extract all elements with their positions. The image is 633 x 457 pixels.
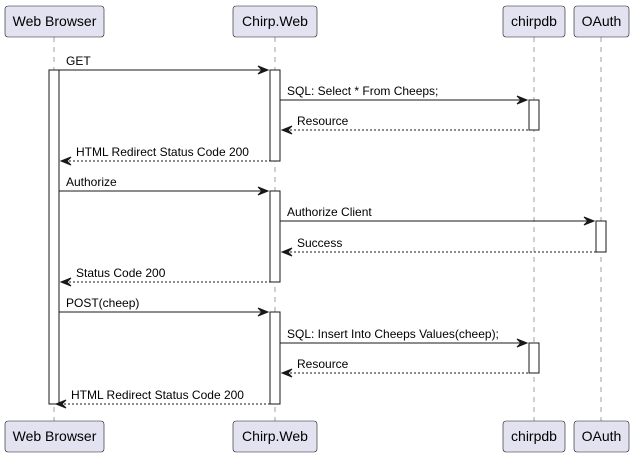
activation-chirpdb-select <box>528 99 540 131</box>
participant-oauth-bottom: OAuth <box>573 420 630 453</box>
message-status-code-200: Status Code 200 <box>59 266 270 287</box>
activation-chirp-web-get <box>269 69 281 162</box>
participant-label: Web Browser <box>13 428 97 444</box>
activation-oauth <box>595 220 607 253</box>
participant-oauth-top: OAuth <box>573 5 630 38</box>
message-label: Authorize <box>66 175 117 189</box>
message-html-redirect-1: HTML Redirect Status Code 200 <box>59 145 270 166</box>
message-success: Success <box>280 236 596 257</box>
message-label: Status Code 200 <box>76 266 166 280</box>
participant-chirp-web-bottom: Chirp.Web <box>232 420 318 453</box>
participant-web-browser-bottom: Web Browser <box>4 420 105 453</box>
message-html-redirect-2: HTML Redirect Status Code 200 <box>54 388 270 409</box>
message-authorize: Authorize <box>59 175 270 196</box>
participant-label: chirpdb <box>511 428 557 444</box>
message-resource-2: Resource <box>280 357 529 378</box>
message-authorize-client: Authorize Client <box>280 205 596 226</box>
message-get: GET <box>59 54 270 75</box>
message-label: Resource <box>297 357 349 371</box>
message-label: Resource <box>297 114 349 128</box>
activation-chirpdb-insert <box>528 342 540 374</box>
participant-label: Chirp.Web <box>242 428 308 444</box>
message-label: GET <box>66 54 91 68</box>
participant-chirpdb-top: chirpdb <box>502 5 566 38</box>
message-label: Success <box>297 236 342 250</box>
participant-chirpdb-bottom: chirpdb <box>502 420 566 453</box>
participant-label: OAuth <box>582 428 622 444</box>
message-label: SQL: Select * From Cheeps; <box>287 84 438 98</box>
activation-chirp-web-authorize <box>269 190 281 283</box>
message-label: Authorize Client <box>287 205 372 219</box>
participant-web-browser-top: Web Browser <box>4 5 105 38</box>
participant-label: Web Browser <box>13 13 97 29</box>
message-label: SQL: Insert Into Cheeps Values(cheep); <box>287 327 499 341</box>
participant-label: chirpdb <box>511 13 557 29</box>
message-label: HTML Redirect Status Code 200 <box>76 145 249 159</box>
message-label: HTML Redirect Status Code 200 <box>71 388 244 402</box>
message-sql-insert: SQL: Insert Into Cheeps Values(cheep); <box>280 327 529 348</box>
message-post-cheep: POST(cheep) <box>59 296 270 317</box>
message-label: POST(cheep) <box>66 296 139 310</box>
activation-chirp-web-post <box>269 311 281 405</box>
message-sql-select: SQL: Select * From Cheeps; <box>280 84 529 105</box>
activation-web-browser <box>48 69 60 405</box>
participant-label: OAuth <box>582 13 622 29</box>
participant-chirp-web-top: Chirp.Web <box>232 5 318 38</box>
participant-label: Chirp.Web <box>242 13 308 29</box>
message-resource-1: Resource <box>280 114 529 135</box>
